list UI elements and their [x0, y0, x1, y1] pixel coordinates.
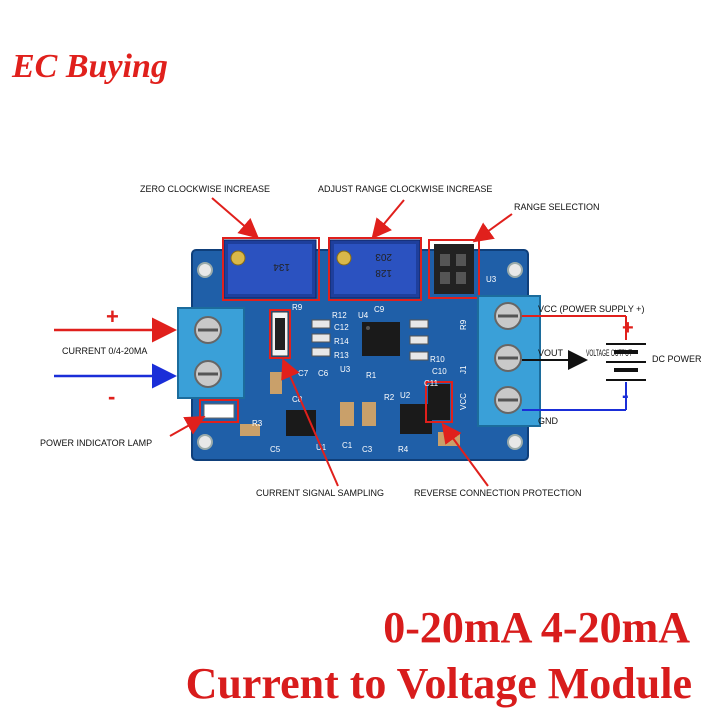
silk-u4: U4 [358, 311, 369, 320]
label-dc-power: DC POWER [652, 354, 702, 364]
silkscreen: R12 C12 R14 R13 U4 C9 R10 C10 C11 R1 R2 … [252, 303, 447, 454]
label-current-input: CURRENT 0/4-20MA [62, 346, 147, 356]
product-title-line2: Current to Voltage Module [185, 659, 692, 708]
silk-j1: U3 [486, 275, 497, 284]
label-vcc: VCC (POWER SUPPLY +) [538, 304, 644, 314]
arrow-reverse-protection [441, 422, 489, 487]
mount-hole [507, 434, 523, 450]
label-voltage-output: VOLTAGE OUTPUT [586, 348, 632, 358]
input-terminal [177, 307, 245, 399]
silk-vout: J1 [459, 365, 468, 374]
board-components [199, 309, 460, 446]
silk-vcc: R9 [459, 319, 468, 330]
label-vout: VOUT [538, 348, 564, 358]
arrow-range-selection [472, 213, 513, 243]
silk-c8: C8 [292, 395, 303, 404]
range-potentiometer: 203 128 [328, 237, 422, 301]
silk-r12: R12 [332, 311, 347, 320]
silk-r1: R1 [366, 371, 377, 380]
zero-potentiometer: 134 [222, 237, 320, 301]
product-title-line1: 0-20mA 4-20mA [383, 603, 690, 652]
silk-r10: R10 [430, 355, 445, 364]
pot1-code: 134 [273, 261, 290, 272]
input-minus-sign: - [108, 384, 115, 409]
silk-c5: C5 [270, 445, 281, 454]
pot2-code-b: 128 [375, 267, 392, 278]
silk-c10: C10 [432, 367, 447, 376]
battery-minus-sign: - [622, 385, 629, 407]
silk-c9: C9 [374, 305, 385, 314]
input-plus-sign: + [106, 304, 119, 329]
battery-symbol [606, 343, 646, 410]
silk-c11: C11 [424, 379, 439, 388]
label-current-sampling: CURRENT SIGNAL SAMPLING [256, 488, 384, 498]
pot2-code: 203 [375, 251, 392, 262]
arrow-adjust-range [371, 199, 405, 240]
silk-r3: R3 [252, 419, 263, 428]
label-gnd: GND [538, 416, 559, 426]
silk-c1: C1 [342, 441, 353, 450]
label-range-selection: RANGE SELECTION [514, 202, 600, 212]
battery-plus-sign: + [622, 317, 634, 339]
label-zero: ZERO CLOCKWISE INCREASE [140, 184, 270, 194]
silk-r14: R14 [334, 337, 349, 346]
silk-r13: R13 [334, 351, 349, 360]
silk-r2: R2 [384, 393, 395, 402]
silk-c7: C7 [298, 369, 309, 378]
brand-logo: EC Buying [12, 48, 168, 85]
label-adjust-range: ADJUST RANGE CLOCKWISE INCREASE [318, 184, 492, 194]
mount-hole [197, 434, 213, 450]
mount-hole [197, 262, 213, 278]
arrow-power-lamp [169, 416, 206, 437]
label-power-lamp: POWER INDICATOR LAMP [40, 438, 152, 448]
range-jumper: U3 [428, 239, 497, 299]
arrow-zero [211, 197, 260, 239]
silk-u2: U2 [400, 391, 411, 400]
silk-c6: C6 [318, 369, 329, 378]
label-reverse-protection: REVERSE CONNECTION PROTECTION [414, 488, 582, 498]
silk-r9: R9 [292, 303, 303, 312]
silk-u3: U3 [340, 365, 351, 374]
silk-gnd: VCC [459, 393, 468, 410]
silk-c12: C12 [334, 323, 349, 332]
silk-r4: R4 [398, 445, 409, 454]
mount-hole [507, 262, 523, 278]
arrow-current-sampling [281, 358, 339, 487]
silk-c3: C3 [362, 445, 373, 454]
